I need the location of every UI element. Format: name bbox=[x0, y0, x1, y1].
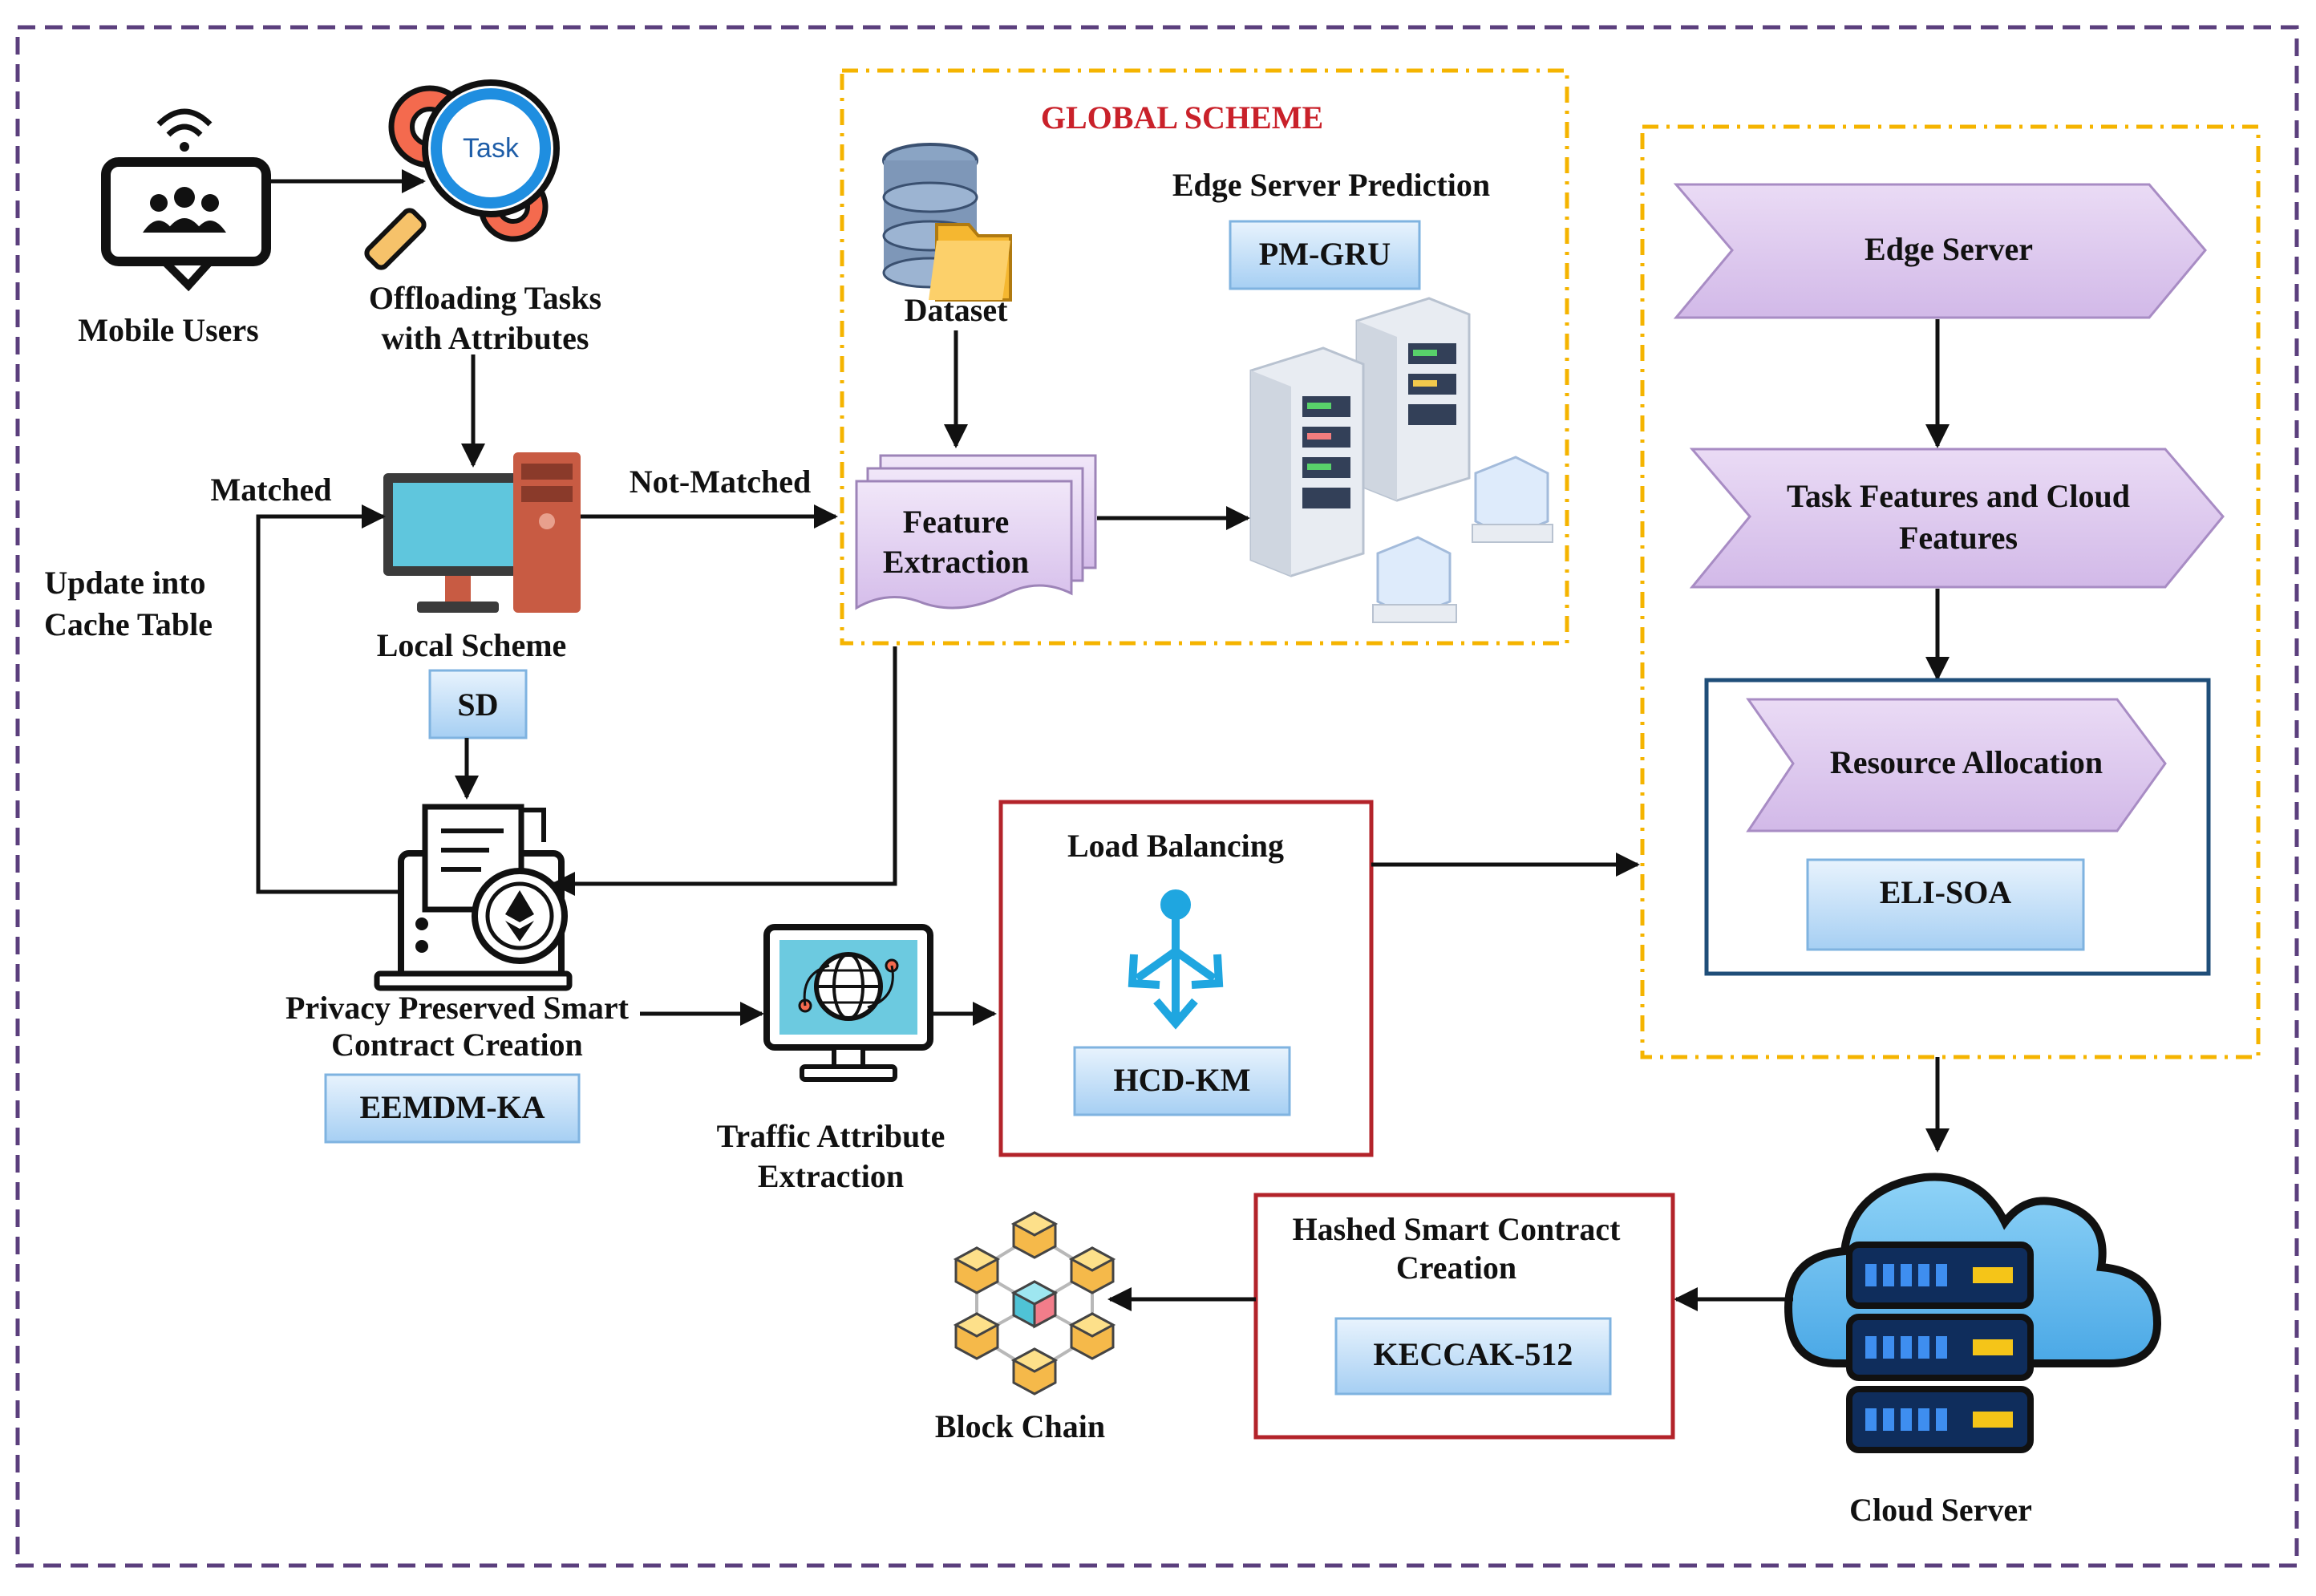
traffic-attribute-label-line2: Extraction bbox=[758, 1158, 904, 1194]
resource-allocation-label: Resource Allocation bbox=[1830, 744, 2103, 780]
traffic-monitor-icon bbox=[763, 924, 933, 1082]
update-cache-label: Update into bbox=[44, 565, 205, 601]
cloud-server-label: Cloud Server bbox=[1849, 1492, 2032, 1528]
privacy-contract-label: Privacy Preserved Smart bbox=[285, 990, 630, 1026]
traffic-attribute-label: Traffic Attribute bbox=[717, 1118, 945, 1154]
database-folder-icon bbox=[882, 143, 1012, 302]
global-scheme-title: GLOBAL SCHEME bbox=[1041, 99, 1323, 136]
sd-method-box: SD bbox=[428, 669, 528, 739]
eemdm-ka-label: EEMDM-KA bbox=[359, 1089, 545, 1125]
update-cache-label-line2: Cache Table bbox=[44, 606, 213, 642]
resource-allocation-chevron bbox=[1746, 698, 2167, 832]
eemdm-ka-method-box: EEMDM-KA bbox=[324, 1073, 581, 1144]
hcd-km-method-box: HCD-KM bbox=[1073, 1046, 1291, 1116]
pm-gru-label: PM-GRU bbox=[1259, 236, 1391, 272]
hashed-contract-label: Hashed Smart Contract bbox=[1293, 1211, 1622, 1247]
offloading-tasks-label: Offloading Tasks bbox=[369, 280, 601, 316]
feature-extraction-label-line2: Extraction bbox=[883, 544, 1029, 580]
hcd-km-label: HCD-KM bbox=[1113, 1062, 1250, 1098]
global-scheme-box bbox=[840, 68, 1569, 646]
arrow-feature-to-privacy bbox=[551, 646, 897, 896]
arrow-update-cache-loop bbox=[256, 504, 399, 894]
eli-soa-label: ELI-SOA bbox=[1880, 874, 2012, 910]
task-features-label: Task Features and Cloud bbox=[1787, 478, 2130, 514]
block-chain-label: Block Chain bbox=[935, 1408, 1105, 1444]
mobile-users-label: Mobile Users bbox=[78, 312, 259, 348]
feature-extraction-docs bbox=[855, 454, 1097, 610]
task-gear-magnifier-icon bbox=[364, 79, 560, 270]
edge-servers-icon bbox=[1249, 297, 1553, 623]
privacy-contract-label-line2: Contract Creation bbox=[331, 1027, 583, 1063]
edge-server-label: Edge Server bbox=[1865, 231, 2033, 267]
dataset-label: Dataset bbox=[905, 292, 1009, 328]
resource-allocation-box bbox=[1704, 678, 2211, 976]
mobile-device-icon bbox=[101, 108, 271, 292]
sd-label: SD bbox=[457, 687, 498, 723]
keccak-label: KECCAK-512 bbox=[1374, 1336, 1573, 1372]
edge-server-prediction-label: Edge Server Prediction bbox=[1172, 167, 1490, 203]
task-features-chevron bbox=[1689, 448, 2225, 589]
local-scheme-label: Local Scheme bbox=[377, 627, 567, 663]
hashed-contract-box bbox=[1253, 1193, 1675, 1440]
load-balancer-icon bbox=[1128, 889, 1224, 1030]
offloading-tasks-label-line2: with Attributes bbox=[382, 320, 589, 356]
cloud-server-icon bbox=[1784, 1173, 2162, 1453]
load-balancing-label: Load Balancing bbox=[1067, 828, 1284, 864]
task-icon-text: Task bbox=[463, 133, 520, 164]
pm-gru-method-box: PM-GRU bbox=[1229, 220, 1421, 290]
not-matched-label: Not-Matched bbox=[630, 464, 812, 500]
keccak-method-box: KECCAK-512 bbox=[1334, 1317, 1612, 1395]
task-features-label-line2: Features bbox=[1899, 520, 2018, 556]
smart-contract-icon bbox=[374, 804, 573, 991]
hashed-contract-label-line2: Creation bbox=[1396, 1250, 1516, 1286]
local-computer-icon bbox=[383, 452, 581, 613]
edge-server-chevron bbox=[1673, 183, 2207, 319]
blockchain-icon bbox=[953, 1211, 1116, 1395]
eli-soa-method-box: ELI-SOA bbox=[1806, 858, 2085, 951]
feature-extraction-label: Feature bbox=[903, 504, 1010, 540]
matched-label: Matched bbox=[210, 472, 331, 508]
right-scheme-box bbox=[1640, 124, 2261, 1059]
